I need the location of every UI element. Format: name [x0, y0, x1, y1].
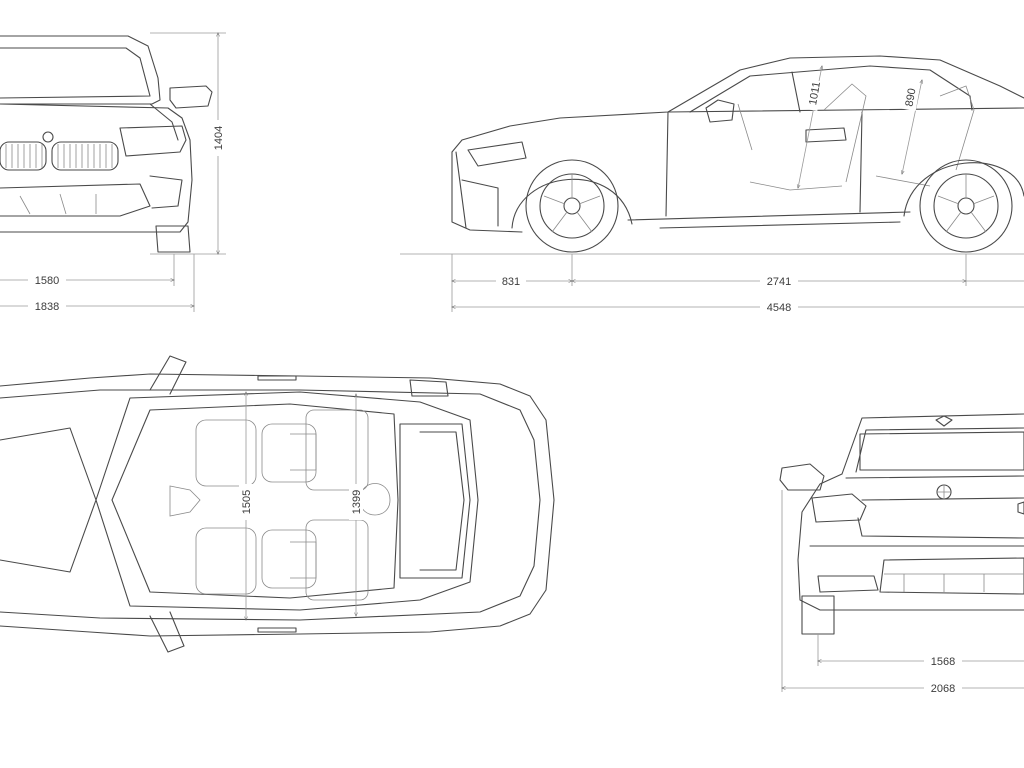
rear-shoulder-width-label: 1399 — [351, 490, 363, 514]
front-view: 1404 1580 1838 — [0, 32, 226, 313]
top-view: 1505 1399 — [0, 355, 555, 653]
side-view: 1011 890 831 2741 4548 — [400, 55, 1024, 314]
overall-length-label: 4548 — [767, 302, 791, 314]
top-view-dimensions: 1505 1399 — [239, 392, 363, 620]
rear-track-width-label: 1568 — [931, 656, 955, 668]
front-view-dimensions: 1404 1580 1838 — [0, 32, 226, 313]
rear-width-with-mirrors-label: 2068 — [931, 683, 955, 695]
front-shoulder-width-label: 1505 — [241, 490, 253, 514]
front-overall-width-label: 1838 — [35, 301, 59, 313]
front-track-width-label: 1580 — [35, 275, 59, 287]
rear-view-car-outline — [779, 413, 1024, 635]
front-height-label: 1404 — [213, 126, 225, 150]
front-overhang-label: 831 — [502, 276, 520, 288]
side-view-car-outline — [400, 55, 1024, 255]
top-view-car-outline — [0, 355, 555, 653]
side-view-dimensions: 1011 890 831 2741 4548 — [451, 66, 1024, 314]
rear-view-dimensions: 1568 2068 — [781, 490, 1024, 695]
rear-headroom-label: 890 — [904, 87, 919, 107]
front-headroom-label: 1011 — [807, 81, 823, 106]
front-view-car-outline — [0, 35, 213, 253]
wheelbase-label: 2741 — [767, 276, 791, 288]
rear-view: 1568 2068 — [779, 413, 1024, 695]
